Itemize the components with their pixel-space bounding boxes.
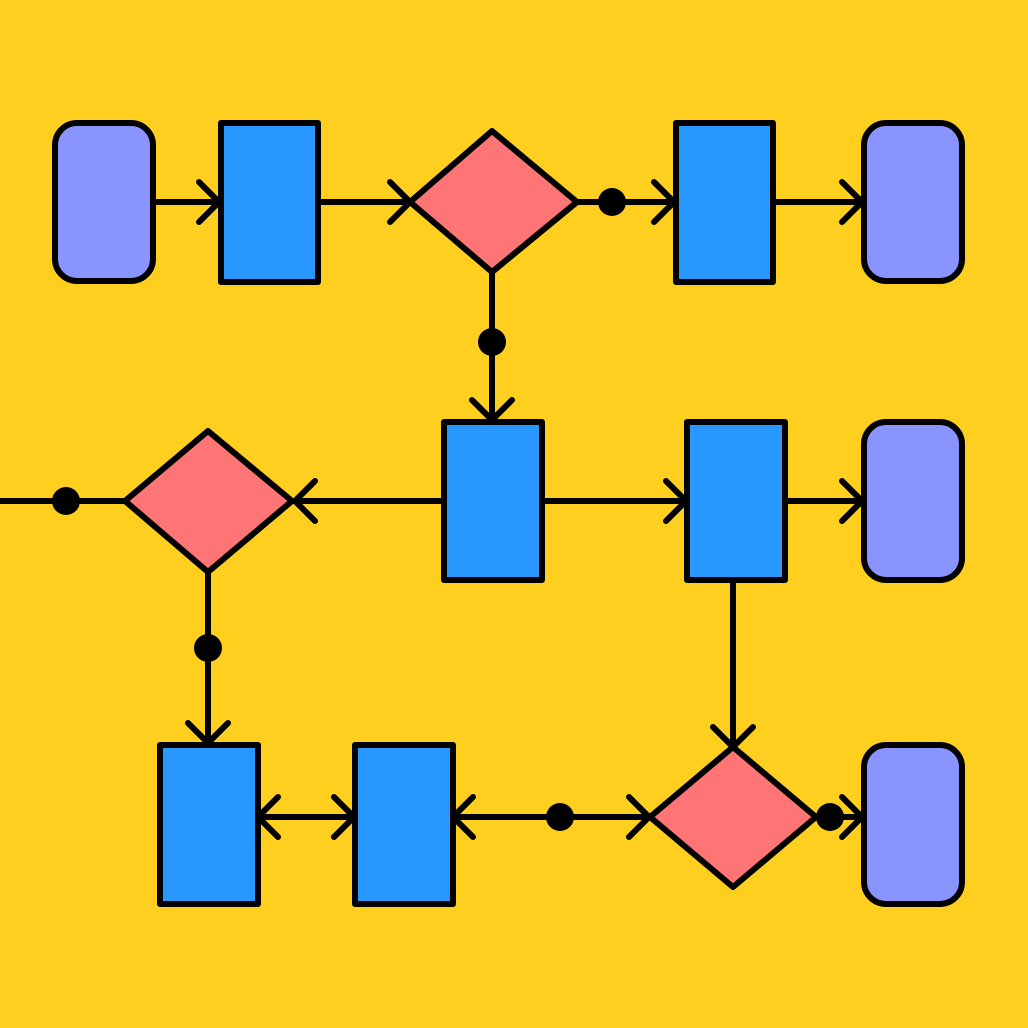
arrowhead-crow-decision-bottom-left (626, 794, 652, 840)
decision-bottom (647, 744, 819, 890)
terminator-end-mid (861, 419, 965, 583)
arrowhead-down-process-bottom-1 (185, 720, 231, 746)
process-mid-2 (684, 419, 788, 583)
arrowhead-left-decision-mid (292, 478, 318, 524)
dot-mid-vertical (194, 634, 222, 662)
decision-top (407, 128, 580, 275)
arrowhead-right-process-bottom-2 (331, 794, 357, 840)
arrowhead-right-process-top-2 (651, 179, 677, 225)
process-mid-1 (441, 419, 545, 583)
connection-dots (52, 188, 844, 831)
shapes (52, 120, 965, 907)
dot-mid-left (52, 487, 80, 515)
arrowhead-right-process-top-1 (196, 179, 222, 225)
dot-top-vertical (478, 328, 506, 356)
process-bottom-1 (157, 742, 261, 907)
terminator-end-top (861, 120, 965, 284)
arrowhead-down-decision-bottom (710, 724, 756, 750)
arrowhead-right-process-mid-2 (663, 478, 689, 524)
arrowhead-crow-decision-top-left (387, 179, 413, 225)
dot-top-right (598, 188, 626, 216)
arrowhead-right-end-mid (839, 478, 865, 524)
dot-bottom-right (816, 803, 844, 831)
arrowheads (185, 179, 865, 840)
arrowhead-down-process-mid-1 (469, 397, 515, 423)
terminator-start-top (52, 120, 156, 284)
arrowhead-right-end-bottom (839, 794, 865, 840)
terminator-end-bottom (861, 742, 965, 907)
arrowhead-right-end-top (839, 179, 865, 225)
arrowhead-left-process-bottom-1 (255, 794, 281, 840)
dot-bottom-middle (546, 803, 574, 831)
process-top-2 (673, 120, 776, 285)
arrowhead-left-process-bottom-2 (450, 794, 476, 840)
decision-mid (122, 428, 295, 575)
process-bottom-2 (352, 742, 456, 907)
process-top-1 (218, 120, 321, 285)
